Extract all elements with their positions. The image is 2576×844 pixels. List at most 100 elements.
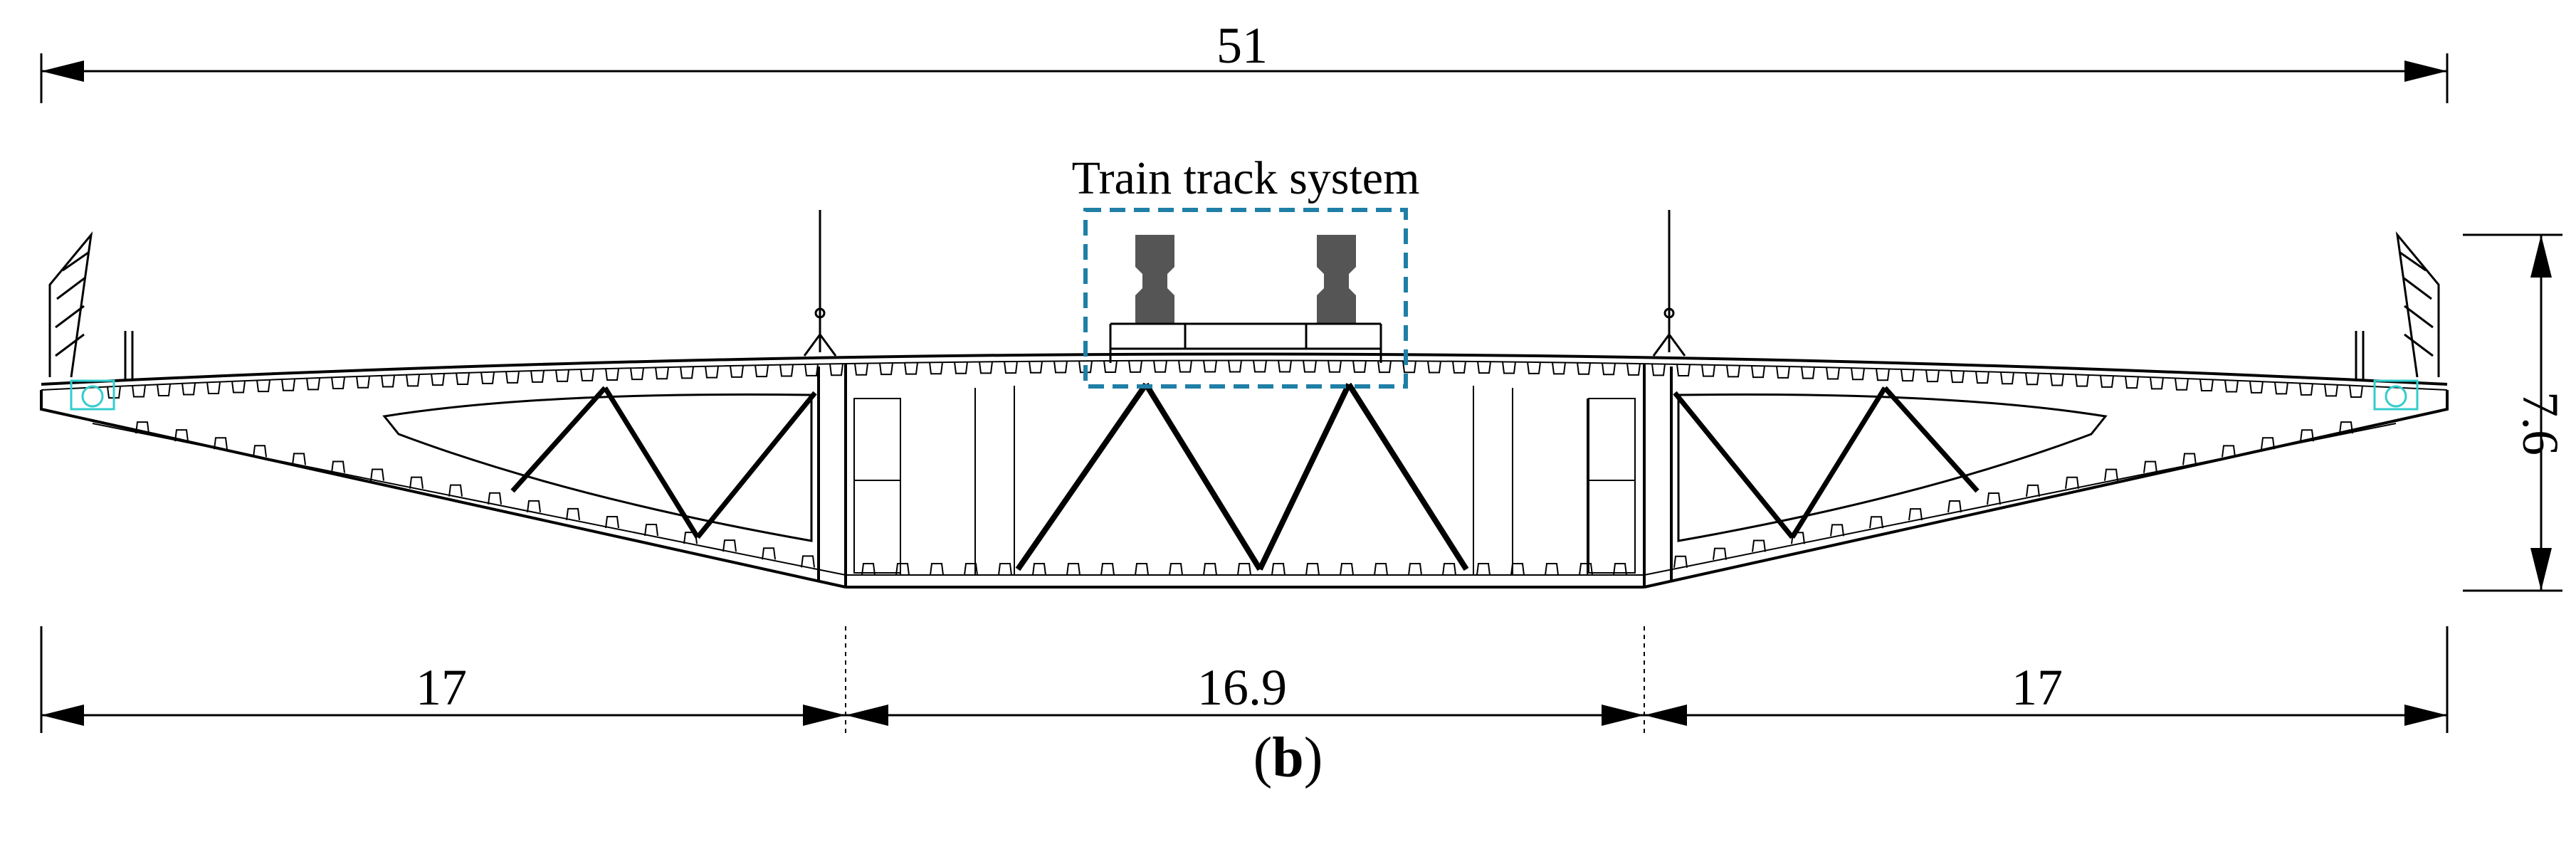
deck-rib [555,369,569,382]
deck-rib [1228,360,1242,373]
bottom-rib [930,563,944,576]
bottom-rib [370,468,384,481]
deck-rib [1153,360,1167,373]
deck-rib [1328,360,1342,373]
bottom-rib [1305,563,1320,576]
bottom-rib [1791,532,1805,544]
deck-rib [2050,374,2064,386]
height-label: 7.6 [2512,391,2569,455]
bottom-rib [1203,563,1217,576]
span-dimensions: 17 16.9 17 [40,626,2449,733]
bottom-rib [2026,484,2040,497]
bottom-rib [1987,492,2001,505]
deck-rib [1776,366,1790,379]
right-span-label: 17 [2012,659,2063,716]
deck-rib [256,379,270,393]
caption-letter: b [1272,727,1304,789]
deck-rib [406,374,420,387]
deck-rib [680,366,694,379]
deck-rib [456,372,470,386]
deck-rib [1577,362,1591,375]
deck-rib [854,363,868,376]
deck-rib [2349,385,2363,398]
height-dimension: 7.6 [2463,233,2569,592]
deck-rib [1178,360,1192,373]
figure-caption: (b) [1253,727,1323,789]
deck-rib [2274,382,2288,395]
bottom-rib [253,445,267,458]
deck-rib [1901,369,1915,382]
bottom-rib [1271,563,1286,576]
bottom-rib [1374,563,1388,576]
deck-rib [1552,362,1566,375]
bottom-rib [998,563,1012,576]
deck-rib [2150,377,2164,390]
deck-rib [2100,375,2114,388]
deck-rib [2025,373,2039,386]
bottom-rib [2300,429,2314,442]
deck-rib [1950,370,1965,384]
deck-rib [829,364,843,376]
bottom-rib [174,429,189,442]
bottom-rib [527,500,541,512]
bottom-rib [1100,563,1115,576]
deck-rib [655,367,669,380]
bottom-rib [2104,468,2118,481]
bottom-rib [1340,563,1354,576]
bottom-rib [683,532,698,544]
right-lightening-hole [1677,393,2108,542]
bottom-rib [1135,563,1149,576]
deck-rib [1651,364,1666,376]
deck-rib [705,366,719,379]
bottom-rib [1752,539,1766,552]
deck-u-ribs [107,360,2363,399]
deck-rib [1527,362,1541,374]
deck-rib [2075,374,2089,387]
deck-rib [755,365,769,378]
deck-rib [157,384,171,396]
deck-rib [2249,381,2264,394]
deck-rib [1726,365,1740,378]
bottom-rib [1579,563,1593,576]
left-lightening-hole [382,393,813,542]
deck-rib [2125,376,2139,389]
deck-rib [281,379,295,391]
middle-span-label: 16.9 [1197,659,1287,716]
right-edge-barrier [2355,231,2440,411]
deck-rib [1377,360,1392,374]
deck-rib [605,368,619,381]
bottom-rib [1442,563,1456,576]
deck-rib [1701,364,1715,377]
deck-rib [480,371,495,384]
bottom-rib [292,453,306,465]
bottom-rib [1032,563,1046,576]
bottom-rib [566,507,580,521]
deck-rib [1751,365,1765,379]
deck-rib [206,381,221,394]
bottom-rib [605,515,619,529]
deck-rib [2324,384,2338,397]
deck-rib [2000,372,2014,385]
deck-rib [1402,361,1416,374]
bottom-rib [1830,524,1844,537]
deck-rib [331,376,345,390]
deck-rib [1029,361,1043,374]
deck-rib [1477,362,1491,374]
bottom-rib [2339,421,2353,434]
deck-rib [182,383,196,396]
deck-rib [530,370,545,383]
bottom-rib [964,563,978,576]
bottom-rib [1545,563,1559,576]
deck-rib [904,362,918,375]
bottom-rib [1869,516,1883,529]
deck-rib [804,364,819,376]
bottom-rib [1237,563,1251,576]
deck-rib [1626,363,1641,376]
bottom-rib [1169,563,1183,576]
bottom-rib [2065,476,2079,489]
deck-rib [1452,361,1466,374]
overall-width-label: 51 [1216,17,1268,74]
deck-rib [1053,361,1068,374]
deck-rib [1128,360,1142,373]
